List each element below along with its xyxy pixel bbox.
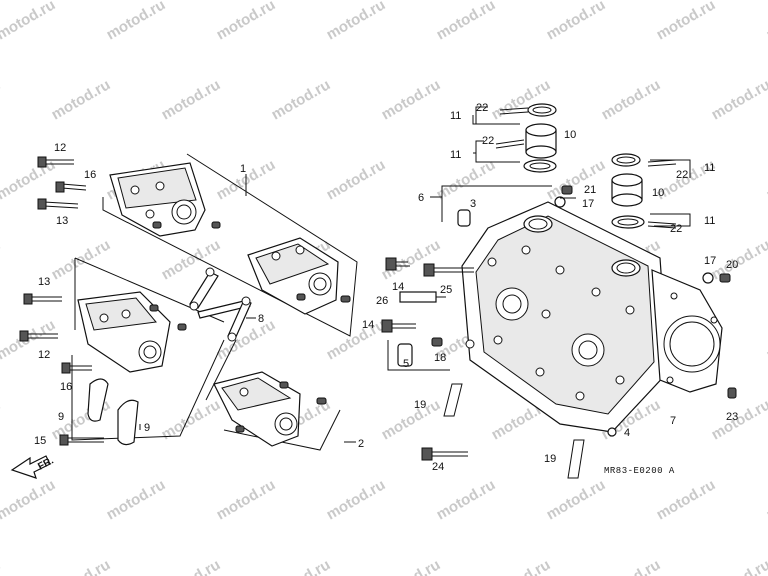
watermark-text: motod.ru xyxy=(0,396,3,443)
intake-manifold-upper xyxy=(102,153,358,337)
callout-22d: 22 xyxy=(670,223,682,235)
gasket xyxy=(651,269,723,393)
callout-25: 25 xyxy=(440,284,452,296)
callout-21: 21 xyxy=(584,184,596,196)
watermark-text: motod.ru xyxy=(0,0,58,43)
callout-5: 5 xyxy=(403,358,409,370)
watermark-text: motod.ru xyxy=(324,156,389,203)
watermark-text: motod.ru xyxy=(104,476,169,523)
watermark-text: motod.ru xyxy=(709,236,768,283)
watermark-text: motod.ru xyxy=(324,0,389,43)
callout-10b: 10 xyxy=(652,187,664,199)
watermark-text: motod.ru xyxy=(214,316,279,363)
callout-22b: 22 xyxy=(482,135,494,147)
watermark-text: motod.ru xyxy=(0,556,3,576)
callout-10a: 10 xyxy=(564,129,576,141)
callout-22a: 22 xyxy=(476,102,488,114)
front-direction-label: FR. xyxy=(36,455,56,472)
left-bolts xyxy=(19,156,104,446)
diagram-code: MR83-E0200 A xyxy=(604,466,675,476)
watermark-text: motod.ru xyxy=(269,556,334,576)
callout-12a: 12 xyxy=(54,142,66,154)
callout-13a: 13 xyxy=(56,215,68,227)
callout-8: 8 xyxy=(258,313,264,325)
linkage-rods xyxy=(189,267,252,342)
watermark-text: motod.ru xyxy=(544,0,609,43)
callouts: 1 2 3 4 5 6 7 8 9 9 10 10 11 11 11 11 12… xyxy=(34,102,738,473)
callout-14a: 14 xyxy=(392,281,404,293)
callout-15: 15 xyxy=(34,435,46,447)
callout-3: 3 xyxy=(470,198,476,210)
watermark-text: motod.ru xyxy=(159,556,224,576)
watermark-text: motod.ru xyxy=(324,316,389,363)
watermark-text: motod.ru xyxy=(379,556,444,576)
callout-9b: 9 xyxy=(144,422,150,434)
watermark-text: motod.ru xyxy=(434,156,499,203)
callout-18: 18 xyxy=(434,352,446,364)
watermark-text: motod.ru xyxy=(214,476,279,523)
callout-26: 26 xyxy=(376,295,388,307)
callout-11b: 11 xyxy=(450,149,461,161)
leader-lines xyxy=(139,106,691,443)
watermark-text: motod.ru xyxy=(764,476,768,523)
watermark-text: motod.ru xyxy=(324,476,389,523)
watermark-text: motod.ru xyxy=(489,556,554,576)
watermark-text: motod.ru xyxy=(49,236,114,283)
callout-6: 6 xyxy=(418,192,424,204)
watermark-text: motod.ru xyxy=(0,236,3,283)
intake-manifold-lower xyxy=(71,257,341,451)
callout-16b: 16 xyxy=(60,381,72,393)
callout-23: 23 xyxy=(726,411,738,423)
watermark-text: motod.ru xyxy=(654,0,719,43)
callout-7: 7 xyxy=(670,415,676,427)
watermark-text: motod.ru xyxy=(599,76,664,123)
watermark-text: motod.ru xyxy=(214,0,279,43)
watermark-text: motod.ru xyxy=(0,76,3,123)
callout-11a: 11 xyxy=(450,110,461,122)
watermark-text: motod.ru xyxy=(269,76,334,123)
watermark-text: motod.ru xyxy=(709,556,768,576)
watermark-text: motod.ru xyxy=(159,76,224,123)
callout-11d: 11 xyxy=(704,215,715,227)
watermark-text: motod.ru xyxy=(709,76,768,123)
brackets xyxy=(87,378,139,446)
watermark-text: motod.ru xyxy=(0,476,58,523)
watermark-text: motod.ru xyxy=(764,316,768,363)
watermark-text: motod.ru xyxy=(434,476,499,523)
watermark-text: motod.ru xyxy=(544,476,609,523)
watermark-text: motod.ru xyxy=(599,556,664,576)
callout-11c: 11 xyxy=(704,162,715,174)
watermark-text: motod.ru xyxy=(379,76,444,123)
callout-20: 20 xyxy=(726,259,738,271)
callout-2: 2 xyxy=(358,438,364,450)
callout-9a: 9 xyxy=(58,411,64,423)
insulators-clamps xyxy=(495,103,677,229)
watermark-text: motod.ru xyxy=(654,476,719,523)
watermark-text: motod.ru xyxy=(379,396,444,443)
watermark-text: motod.ru xyxy=(764,156,768,203)
watermark-text: motod.ru xyxy=(0,156,58,203)
callout-17a: 17 xyxy=(582,198,594,210)
callout-13b: 13 xyxy=(38,276,50,288)
callout-4: 4 xyxy=(624,427,630,439)
callout-19b: 19 xyxy=(544,453,556,465)
callout-22c: 22 xyxy=(676,169,688,181)
small-parts xyxy=(381,185,737,479)
callout-19a: 19 xyxy=(414,399,426,411)
watermark-text: motod.ru xyxy=(104,0,169,43)
front-direction-arrow xyxy=(10,455,51,479)
watermark-text: motod.ru xyxy=(709,396,768,443)
watermark-text: motod.ru xyxy=(434,0,499,43)
callout-14b: 14 xyxy=(362,319,374,331)
callout-1: 1 xyxy=(240,163,246,175)
watermark-text: motod.ru xyxy=(764,0,768,43)
watermark-text: motod.ru xyxy=(49,76,114,123)
callout-17b: 17 xyxy=(704,255,716,267)
cylinder-head xyxy=(461,201,669,433)
watermark-text: motod.ru xyxy=(49,556,114,576)
callout-24: 24 xyxy=(432,461,444,473)
callout-16a: 16 xyxy=(84,169,96,181)
callout-12b: 12 xyxy=(38,349,50,361)
